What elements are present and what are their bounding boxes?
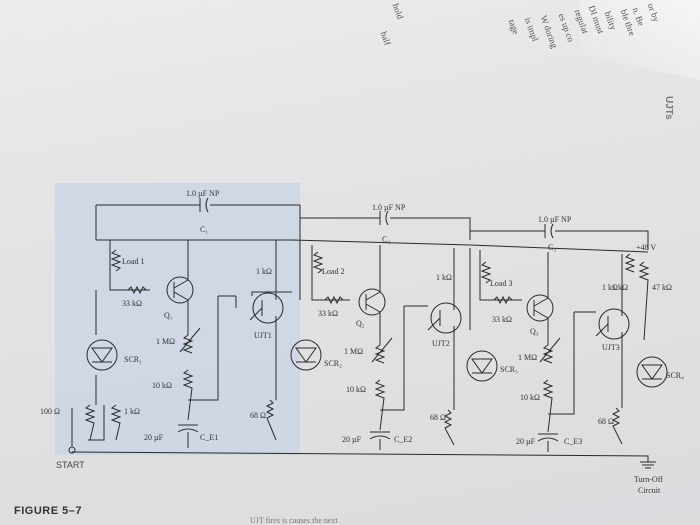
figure-label: FIGURE 5–7 bbox=[14, 505, 82, 517]
ce2-value-label: 20 µF bbox=[342, 435, 362, 444]
ce1-name-label: C_E1 bbox=[200, 433, 218, 442]
circuit-word-label: Circuit bbox=[638, 486, 661, 495]
r10k-3-label: 10 kΩ bbox=[520, 393, 540, 402]
load-3-label: Load 3 bbox=[490, 279, 512, 288]
start-label: START bbox=[56, 460, 85, 470]
pot-1-label: 1 MΩ bbox=[156, 337, 175, 346]
ujt1-label: UJT1 bbox=[254, 331, 272, 340]
scr2-label: SCR₂ bbox=[324, 359, 342, 368]
load-2-label: Load 2 bbox=[322, 267, 344, 276]
ujt3-label: UJT3 bbox=[602, 343, 620, 352]
supply-label: +48 V bbox=[636, 243, 656, 252]
q3-label: Q₃ bbox=[530, 327, 539, 336]
r68-2-label: 68 Ω bbox=[430, 413, 446, 422]
r33k-3-label: 33 kΩ bbox=[492, 315, 512, 324]
pot-2-label: 1 MΩ bbox=[344, 347, 363, 356]
ce2-name-label: C_E2 bbox=[394, 435, 412, 444]
scr1-label: SCR₁ bbox=[124, 355, 142, 364]
scr4-label: SCR₄ bbox=[666, 371, 684, 380]
r10k-1-label: 10 kΩ bbox=[152, 381, 172, 390]
cap-c3-value: 1.0 µF NP bbox=[538, 215, 572, 224]
r68-1-label: 68 Ω bbox=[250, 411, 266, 420]
scr3-label: SCR₃ bbox=[500, 365, 518, 374]
cap-c2-value: 1.0 µF NP bbox=[372, 203, 406, 212]
ce3-value-label: 20 µF bbox=[516, 437, 536, 446]
r47k-label: 47 kΩ bbox=[652, 283, 672, 292]
r1k-right-label: 1 kΩ bbox=[612, 283, 628, 292]
cap-c1-name: C₁ bbox=[200, 225, 208, 234]
cap-c1-value: 1.0 µF NP bbox=[186, 189, 220, 198]
r1k-top-2-label: 1 kΩ bbox=[436, 273, 452, 282]
r1k-top-1-label: 1 kΩ bbox=[256, 267, 272, 276]
ce3-name-label: C_E3 bbox=[564, 437, 582, 446]
cap-c3-name: C₃ bbox=[548, 243, 556, 252]
cap-c2-name: C₂ bbox=[382, 235, 390, 244]
r10k-2-label: 10 kΩ bbox=[346, 385, 366, 394]
r33k-1-label: 33 kΩ bbox=[122, 299, 142, 308]
turnoff-label: Turn-Off bbox=[634, 475, 663, 484]
r1k-start-label: 1 kΩ bbox=[124, 407, 140, 416]
load-1-label: Load 1 bbox=[122, 257, 144, 266]
r33k-2-label: 33 kΩ bbox=[318, 309, 338, 318]
q2-label: Q₂ bbox=[356, 319, 365, 328]
r100-label: 100 Ω bbox=[40, 407, 60, 416]
bottom-caption: UJT fires is causes the next bbox=[250, 516, 338, 525]
r68-3-label: 68 Ω bbox=[598, 417, 614, 426]
r1k-top-3-label: 1 kΩ bbox=[602, 283, 618, 292]
pot-3-label: 1 MΩ bbox=[518, 353, 537, 362]
ujt2-label: UJT2 bbox=[432, 339, 450, 348]
ce1-value-label: 20 µF bbox=[144, 433, 164, 442]
q1-label: Q₁ bbox=[164, 311, 173, 320]
